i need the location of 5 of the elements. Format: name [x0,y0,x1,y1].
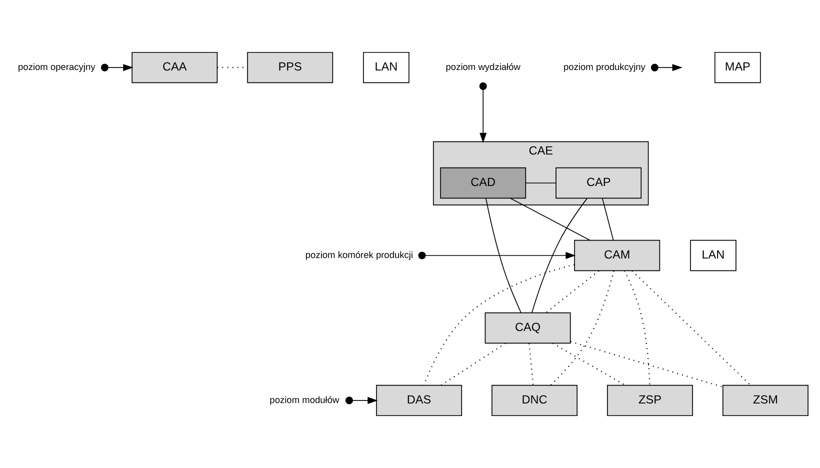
node-text: poziom modułów [270,394,340,405]
node-text: poziom wydziałów [446,62,520,72]
node-text: poziom produkcyjny [564,62,646,72]
node-text: poziom komórek produkcji [305,250,414,260]
node-text: poziom operacyjny [18,62,96,72]
